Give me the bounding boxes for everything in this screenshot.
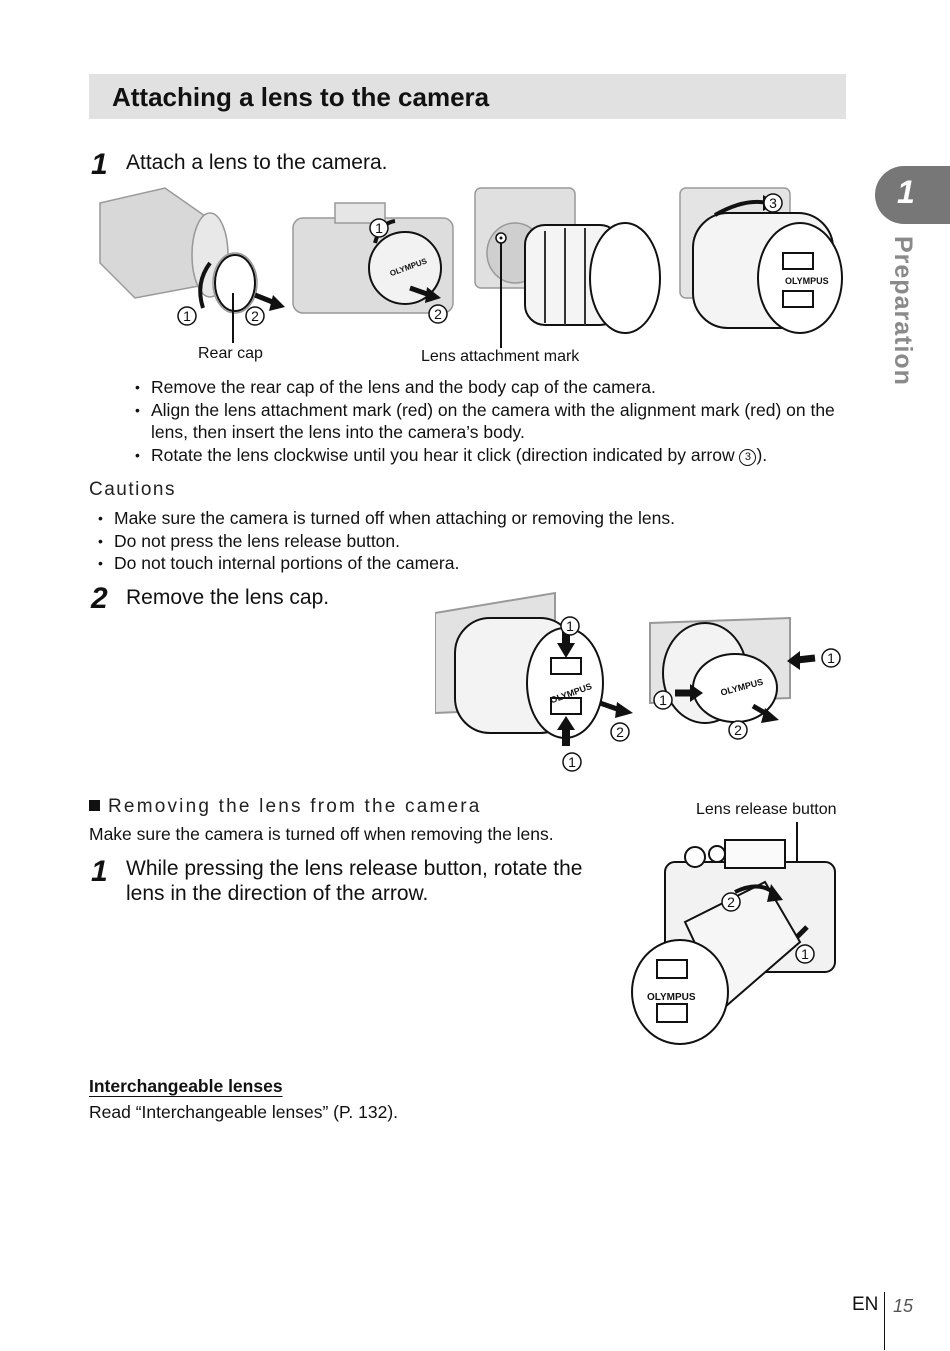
mounted-lens-drawing [631,880,802,1045]
marker-1d: 1 [568,754,576,770]
step-number-removing-1: 1 [91,855,108,888]
lens-side-drawing [649,616,791,724]
interchangeable-lenses-heading: Interchangeable lenses [89,1076,283,1096]
rear-cap-label: Rear cap [198,345,263,362]
chapter-label-text: Preparation [889,236,917,386]
step-1-text: Attach a lens to the camera. [126,151,388,174]
list-item: Align the lens attachment mark (red) on … [133,399,843,444]
rear-cap-drawing [214,254,256,312]
removing-heading: Removing the lens from the camera [89,796,482,818]
removing-step-text: While pressing the lens release button, … [126,857,583,905]
marker-2e: 2 [727,894,735,910]
brand-label-2: OLYMPUS [785,276,829,286]
marker-3: 3 [769,195,777,211]
step-number-1: 1 [91,148,108,181]
chapter-number: 1 [897,174,915,210]
chapter-label: Preparation [878,236,930,386]
marker-2b: 2 [434,306,442,322]
attach-lens-illustration: OLYMPUS OLYMPUS 1 2 1 2 3 [99,187,843,348]
list-item: Do not touch internal portions of the ca… [96,552,836,575]
marker-2d: 2 [734,722,742,738]
footer-divider [884,1292,885,1350]
page-title: Attaching a lens to the camera [112,82,490,112]
chapter-tab: 1 [875,166,950,224]
list-item: Rotate the lens clockwise until you hear… [133,444,843,467]
brand-label-5: OLYMPUS [647,992,696,1003]
remove-lens-illustration: OLYMPUS 2 1 [631,822,836,1045]
interchangeable-lenses-text: Read “Interchangeable lenses” (P. 132). [89,1102,399,1122]
marker-1f: 1 [827,650,835,666]
lens-drawing [524,222,661,334]
lens-release-button-label: Lens release button [696,801,837,818]
marker-1: 1 [183,308,191,324]
lens-attachment-mark-label: Lens attachment mark [421,348,580,365]
marker-1e: 1 [659,692,667,708]
step-2-text: Remove the lens cap. [126,586,330,609]
marker-2: 2 [251,308,259,324]
removing-note: Make sure the camera is turned off when … [89,824,554,844]
page-number: 15 [893,1296,914,1316]
remove-lens-cap-illustration: OLYMPUS OLYMPUS 1 2 1 1 1 2 [435,591,841,772]
marker-1g: 1 [801,946,809,962]
cautions-title: Cautions [89,479,176,500]
marker-1b: 1 [375,220,383,236]
square-bullet-icon [89,800,100,811]
marker-2c: 2 [616,724,624,740]
body-cap-drawing [368,231,442,305]
arrow-3-marker: 3 [739,448,757,466]
marker-1c: 1 [566,618,574,634]
list-item: Remove the rear cap of the lens and the … [133,376,843,399]
step-1-bullets: Remove the rear cap of the lens and the … [133,376,843,466]
lens-front-drawing [435,591,604,739]
step-number-2: 2 [91,582,108,615]
cautions-list: Make sure the camera is turned off when … [96,507,836,575]
footer-language: EN [852,1294,879,1315]
page-title-bar: Attaching a lens to the camera [89,74,846,119]
list-item: Do not press the lens release button. [96,530,836,553]
list-item: Make sure the camera is turned off when … [96,507,836,530]
